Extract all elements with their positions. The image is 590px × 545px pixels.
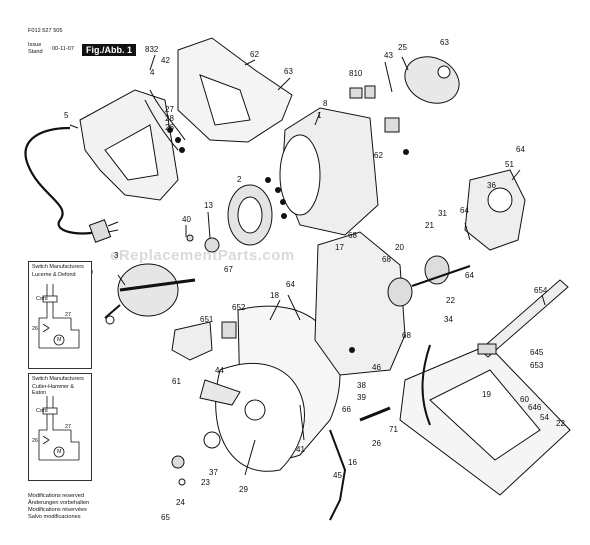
svg-text:64: 64: [465, 271, 474, 280]
part-number: F012 527 505: [28, 28, 63, 34]
svg-text:31: 31: [438, 209, 447, 218]
svg-text:4: 4: [150, 68, 155, 77]
svg-text:645: 645: [530, 348, 544, 357]
svg-text:652: 652: [232, 303, 246, 312]
wiring-schematic-lucerne-defond: Switch Manufacturers Lucerne & Defond Co…: [28, 261, 92, 369]
motor-label: M: [57, 337, 62, 343]
svg-text:61: 61: [172, 377, 181, 386]
svg-text:23: 23: [201, 478, 210, 487]
svg-text:5: 5: [64, 111, 69, 120]
watermark: eReplacementParts.com: [110, 247, 295, 264]
svg-text:8: 8: [323, 99, 328, 108]
motor-label: M: [57, 449, 62, 455]
wiring-diagram: [38, 284, 80, 349]
svg-text:651: 651: [200, 315, 214, 324]
svg-text:44: 44: [215, 366, 224, 375]
svg-text:62: 62: [250, 50, 259, 59]
wire-label-26: 26: [32, 438, 38, 444]
svg-text:25: 25: [398, 43, 407, 52]
issue-date: 00-11-07: [52, 46, 74, 52]
svg-text:64: 64: [286, 280, 295, 289]
svg-text:54: 54: [540, 413, 549, 422]
wire-label-27: 27: [65, 424, 71, 430]
svg-text:18: 18: [270, 291, 279, 300]
svg-text:41: 41: [296, 445, 305, 454]
svg-text:653: 653: [530, 361, 544, 370]
note-es: Salvo modificaciones: [28, 513, 81, 520]
schematic-title-line2: Lucerne & Defond: [32, 271, 76, 278]
svg-text:64: 64: [460, 206, 469, 215]
svg-text:71: 71: [389, 425, 398, 434]
svg-text:46: 46: [372, 363, 381, 372]
svg-text:2: 2: [237, 175, 242, 184]
svg-text:68: 68: [348, 231, 357, 240]
svg-text:13: 13: [204, 201, 213, 210]
svg-text:22: 22: [446, 296, 455, 305]
svg-text:646: 646: [528, 403, 542, 412]
svg-text:65: 65: [161, 513, 170, 522]
svg-text:26: 26: [165, 123, 174, 132]
svg-text:19: 19: [482, 390, 491, 399]
figure-label: Fig./Abb. 1: [82, 44, 136, 56]
svg-text:63: 63: [284, 67, 293, 76]
svg-text:3: 3: [114, 251, 119, 260]
svg-text:654: 654: [534, 286, 548, 295]
svg-text:51: 51: [505, 160, 514, 169]
wiring-schematic-cutler-hammer-eaton: Switch Manufacturers Cutler-Hammer & Eat…: [28, 373, 92, 481]
issue-label: Issue: [28, 42, 42, 48]
note-en: Modifications reserved: [28, 493, 84, 499]
stand-label: Stand: [28, 49, 43, 55]
svg-text:810: 810: [349, 69, 363, 78]
svg-text:24: 24: [176, 498, 185, 507]
svg-text:22: 22: [556, 419, 565, 428]
svg-text:26: 26: [372, 439, 381, 448]
svg-text:60: 60: [520, 395, 529, 404]
svg-text:36: 36: [487, 181, 496, 190]
svg-text:37: 37: [209, 468, 218, 477]
svg-text:16: 16: [348, 458, 357, 467]
wire-label-27: 27: [65, 312, 71, 318]
svg-text:34: 34: [444, 315, 453, 324]
svg-text:66: 66: [342, 405, 351, 414]
svg-text:63: 63: [440, 38, 449, 47]
svg-text:68: 68: [402, 331, 411, 340]
svg-text:21: 21: [425, 221, 434, 230]
schematic-title-line1: Switch Manufacturers: [32, 264, 84, 270]
svg-text:27: 27: [165, 105, 174, 114]
svg-text:64: 64: [516, 145, 525, 154]
svg-text:43: 43: [384, 51, 393, 60]
cord-label: Cord: [36, 296, 48, 302]
svg-text:40: 40: [182, 215, 191, 224]
svg-text:62: 62: [374, 151, 383, 160]
svg-text:38: 38: [357, 381, 366, 390]
svg-text:45: 45: [333, 471, 342, 480]
svg-text:39: 39: [357, 393, 366, 402]
svg-text:17: 17: [335, 243, 344, 252]
note-de: Änderungen vorbehalten: [28, 499, 90, 506]
note-fr: Modifications réservées: [28, 506, 87, 513]
cord-label: Cord: [36, 408, 48, 414]
svg-text:20: 20: [395, 243, 404, 252]
svg-text:28: 28: [165, 114, 174, 123]
svg-text:67: 67: [224, 265, 233, 274]
svg-text:1: 1: [317, 111, 322, 120]
modification-notes: Modifications reserved Änderungen vorbeh…: [28, 493, 89, 521]
wiring-diagram: [38, 396, 80, 461]
svg-text:42: 42: [161, 56, 170, 65]
svg-text:29: 29: [239, 485, 248, 494]
schematic-title-line2: Cutler-Hammer & Eaton: [32, 383, 74, 397]
svg-text:68: 68: [382, 255, 391, 264]
wire-label-26: 26: [32, 326, 38, 332]
svg-text:832: 832: [145, 45, 159, 54]
schematic-title-line1: Switch Manufacturers: [32, 376, 84, 382]
